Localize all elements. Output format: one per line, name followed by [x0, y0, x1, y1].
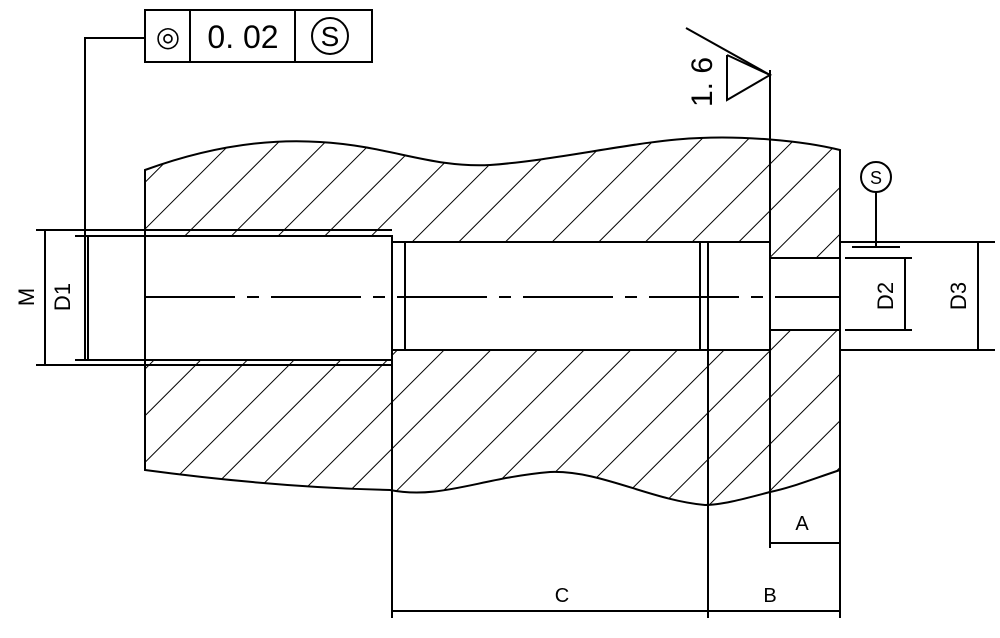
- dim-label-a: A: [795, 513, 809, 535]
- dim-label-b: B: [763, 585, 776, 607]
- small-bore-d2: [769, 257, 841, 331]
- dim-label-c: C: [555, 585, 569, 607]
- rfs-modifier-circle-icon: [311, 17, 349, 55]
- symmetry-marker: S: [852, 161, 900, 248]
- marker-label: S: [870, 168, 882, 188]
- rfs-modifier: S: [321, 21, 340, 52]
- feature-control-frame: ◎ 0. 02 S: [84, 9, 373, 360]
- dim-label-m: M: [14, 288, 39, 306]
- dim-label-d1: D1: [50, 283, 75, 311]
- concentricity-icon: ◎: [156, 21, 180, 52]
- surface-finish-symbol: 1. 6: [685, 27, 773, 107]
- tolerance-value: 0. 02: [207, 19, 278, 55]
- dim-label-d2: D2: [873, 282, 898, 310]
- leader-line: [84, 37, 145, 360]
- dim-label-d3: D3: [946, 282, 971, 310]
- surface-roughness-value: 1. 6: [686, 57, 719, 107]
